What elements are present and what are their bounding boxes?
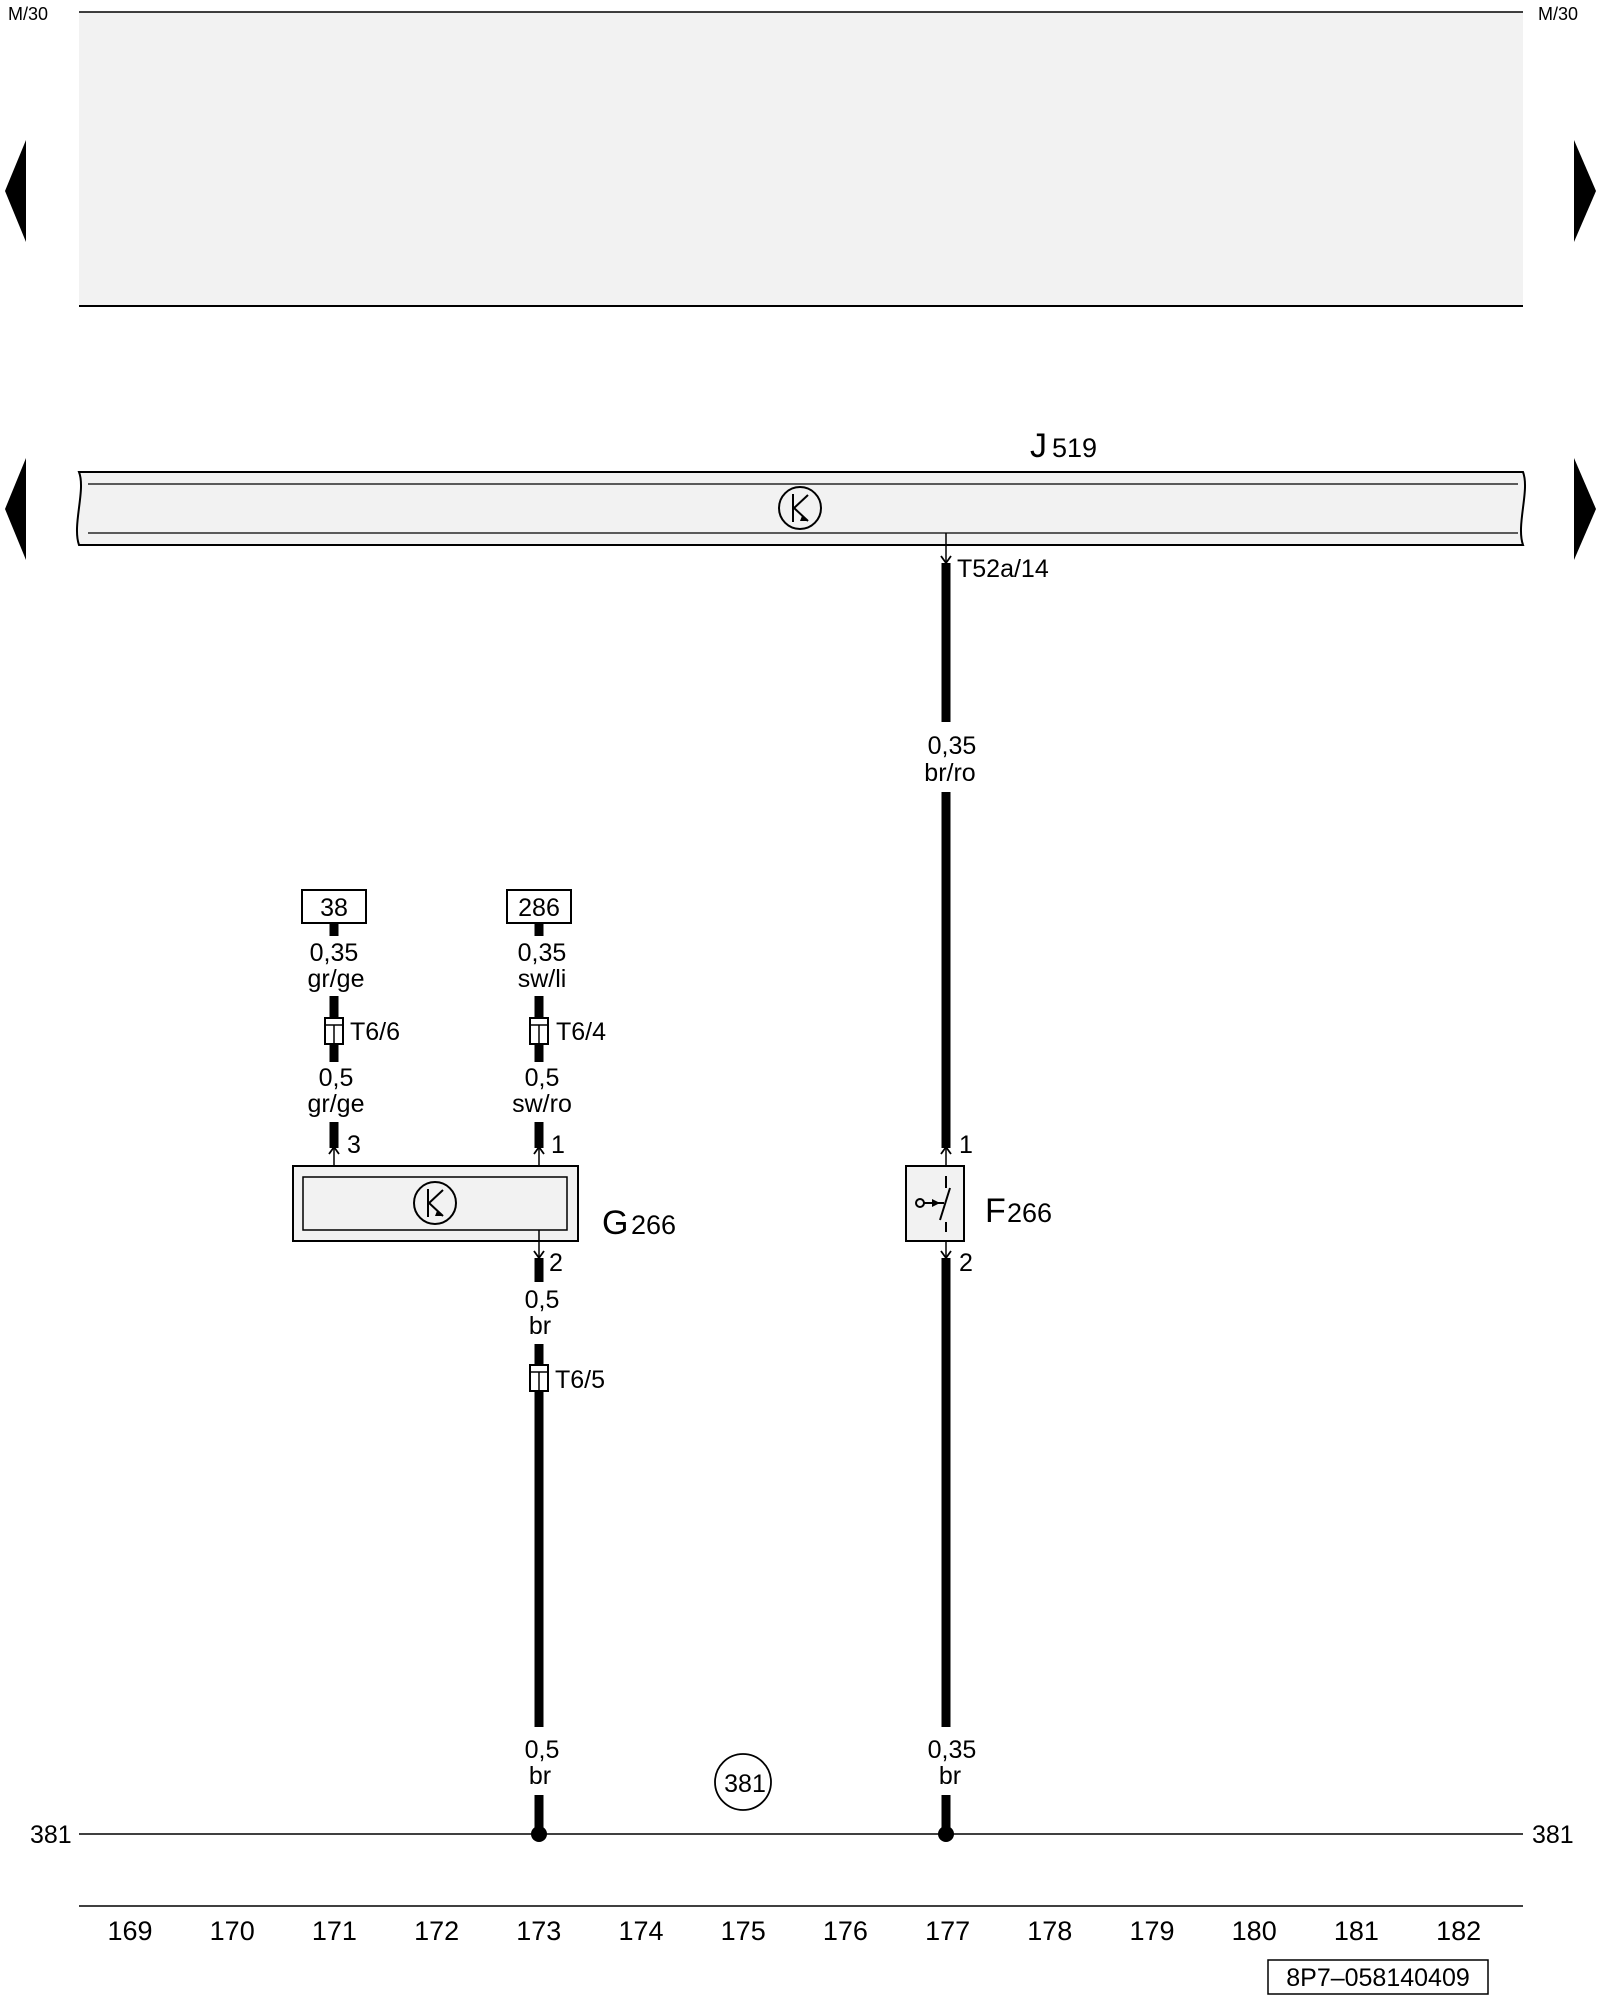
j519-label-prefix: J bbox=[1030, 427, 1047, 465]
wire-g266-out-bottom-color: br bbox=[529, 1762, 551, 1790]
wire-j519-f266-color: br/ro bbox=[924, 759, 975, 787]
connector-t66-label: T6/6 bbox=[350, 1018, 400, 1046]
column-number: 182 bbox=[1436, 1916, 1481, 1946]
g266-pin3-label: 3 bbox=[347, 1131, 361, 1159]
reference-38-label: 38 bbox=[320, 894, 348, 922]
column-number: 176 bbox=[823, 1916, 868, 1946]
doc-number-label: 8P7–058140409 bbox=[1286, 1964, 1470, 1992]
f266-label-number: 266 bbox=[1007, 1198, 1052, 1228]
wire-j519-f266-size: 0,35 bbox=[928, 732, 977, 760]
wire-ref38-bottom-color: gr/ge bbox=[308, 1090, 365, 1118]
doc-number-box: 8P7–058140409 bbox=[1267, 1959, 1489, 1995]
j519-module[interactable] bbox=[75, 471, 1527, 546]
ground-point-marker[interactable]: 381 bbox=[714, 1753, 772, 1811]
wire-ref286-bottom-color: sw/ro bbox=[512, 1090, 572, 1118]
wire-f266-ground-color: br bbox=[939, 1762, 961, 1790]
wire-ref38-top-color: gr/ge bbox=[308, 965, 365, 993]
g266-pin2-label: 2 bbox=[549, 1249, 563, 1277]
reference-286-label: 286 bbox=[518, 894, 560, 922]
column-number: 172 bbox=[414, 1916, 459, 1946]
arrow-right-icon-module[interactable] bbox=[1574, 458, 1596, 560]
wire-f266-ground-size: 0,35 bbox=[928, 1736, 977, 1764]
wire-g266-out-top-color: br bbox=[529, 1312, 551, 1340]
column-number: 177 bbox=[925, 1916, 970, 1946]
g266-label-prefix: G bbox=[602, 1204, 628, 1242]
connector-t64-icon bbox=[529, 1017, 549, 1045]
j519-label-number: 519 bbox=[1052, 433, 1097, 463]
f266-pin1-label: 1 bbox=[959, 1131, 973, 1159]
column-number: 180 bbox=[1232, 1916, 1277, 1946]
wire-g266-out-top-size: 0,5 bbox=[525, 1286, 560, 1314]
ground-label-right: 381 bbox=[1532, 1821, 1574, 1849]
ground-label-left: 381 bbox=[30, 1821, 72, 1849]
column-number: 170 bbox=[210, 1916, 255, 1946]
column-numbers: 169 170 171 172 173 174 175 176 177 178 179 180 181 1… bbox=[107, 1916, 1481, 1946]
f266-switch[interactable] bbox=[905, 1165, 965, 1242]
f266-pin2-label: 2 bbox=[959, 1249, 973, 1277]
f266-label-prefix: F bbox=[985, 1192, 1006, 1230]
column-number: 173 bbox=[516, 1916, 561, 1946]
column-number: 171 bbox=[312, 1916, 357, 1946]
column-number: 179 bbox=[1129, 1916, 1174, 1946]
wire-ref286-top-color: sw/li bbox=[518, 965, 567, 993]
j519-connector-label: T52a/14 bbox=[957, 555, 1049, 583]
column-number: 169 bbox=[107, 1916, 152, 1946]
page-ref-left: M/30 bbox=[8, 4, 48, 24]
connector-t64-label: T6/4 bbox=[556, 1018, 606, 1046]
connector-t65-icon bbox=[529, 1364, 549, 1392]
reference-box-286[interactable]: 286 bbox=[506, 889, 572, 924]
arrow-right-icon-top[interactable] bbox=[1574, 140, 1596, 242]
wire-ref286-bottom-size: 0,5 bbox=[525, 1064, 560, 1092]
connector-t65-label: T6/5 bbox=[555, 1366, 605, 1394]
arrow-left-icon-top[interactable] bbox=[5, 140, 26, 242]
wire-ref38-top-size: 0,35 bbox=[310, 939, 359, 967]
f266-pin1-arrow bbox=[940, 1145, 952, 1155]
wire-ref286-top-size: 0,35 bbox=[518, 939, 567, 967]
column-number: 175 bbox=[721, 1916, 766, 1946]
connector-t66-icon bbox=[324, 1017, 344, 1045]
column-number: 181 bbox=[1334, 1916, 1379, 1946]
reference-box-38[interactable]: 38 bbox=[301, 889, 367, 924]
g266-sender[interactable] bbox=[292, 1165, 579, 1242]
column-number: 174 bbox=[618, 1916, 663, 1946]
ground-point-label: 381 bbox=[724, 1770, 766, 1798]
g266-pin3-arrow bbox=[328, 1145, 340, 1155]
page-ref-right: M/30 bbox=[1538, 4, 1578, 24]
g266-label-number: 266 bbox=[631, 1210, 676, 1240]
switch-contact-icon bbox=[915, 1176, 951, 1232]
g266-electronic-icon bbox=[413, 1181, 457, 1225]
column-number: 178 bbox=[1027, 1916, 1072, 1946]
top-shaded-area bbox=[79, 12, 1523, 306]
wire-g266-out-bottom-size: 0,5 bbox=[525, 1736, 560, 1764]
arrow-left-icon-module[interactable] bbox=[5, 458, 26, 560]
j519-electronic-icon bbox=[778, 486, 822, 530]
g266-pin1-label: 1 bbox=[551, 1131, 565, 1159]
g266-pin1-arrow bbox=[533, 1145, 545, 1155]
wire-ref38-bottom-size: 0,5 bbox=[319, 1064, 354, 1092]
